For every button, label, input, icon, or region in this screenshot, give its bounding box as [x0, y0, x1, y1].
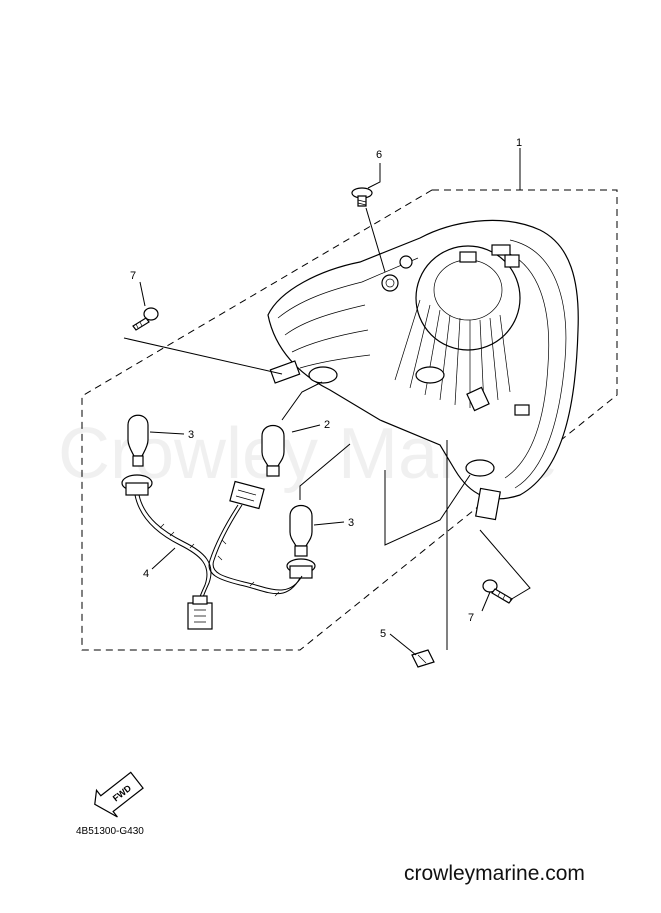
wire-harness-4: [134, 494, 303, 611]
site-url: crowleymarine.com: [404, 862, 585, 885]
leader-6b: [365, 207, 386, 273]
leader-7-right: [481, 591, 491, 612]
screw-6: [351, 187, 373, 207]
leader-7-left-b: [123, 337, 283, 375]
callout-1: 1: [516, 137, 522, 149]
callout-3-right: 3: [348, 517, 354, 529]
leader-7-right-b: [479, 529, 531, 601]
callout-2: 2: [324, 419, 330, 431]
callout-4: 4: [143, 568, 149, 580]
callout-3-top: 3: [188, 429, 194, 441]
leader-4: [151, 547, 176, 570]
assembly-boundary: [81, 189, 618, 651]
callout-7-right: 7: [468, 612, 474, 624]
bulb-3-left: [127, 414, 149, 467]
callout-7-left: 7: [130, 270, 136, 282]
callout-5: 5: [380, 628, 386, 640]
screw-7-left: [132, 307, 159, 331]
leader-7-left: [139, 281, 146, 307]
headlight-housing: [267, 219, 579, 521]
leader-bracket: [384, 470, 471, 546]
fwd-arrow-icon: FWD: [94, 771, 144, 818]
leader-5: [389, 633, 417, 656]
bulb-3-right: [289, 504, 313, 557]
clip-5: [411, 649, 435, 668]
socket-left: [121, 474, 153, 496]
leader-2b: [281, 381, 323, 421]
bulb-2: [261, 424, 285, 477]
socket-right: [286, 558, 316, 579]
screw-7-right: [482, 579, 513, 604]
leader-2: [291, 424, 321, 433]
leader-3-right: [313, 521, 345, 526]
leader-3-right-b: [299, 443, 351, 500]
leader-6: [367, 163, 381, 189]
diagram-reference: 4B51300-G430: [76, 826, 144, 837]
callout-6: 6: [376, 149, 382, 161]
harness-connector: [187, 595, 213, 630]
leader-3-top: [149, 431, 185, 435]
socket-middle: [229, 480, 265, 510]
